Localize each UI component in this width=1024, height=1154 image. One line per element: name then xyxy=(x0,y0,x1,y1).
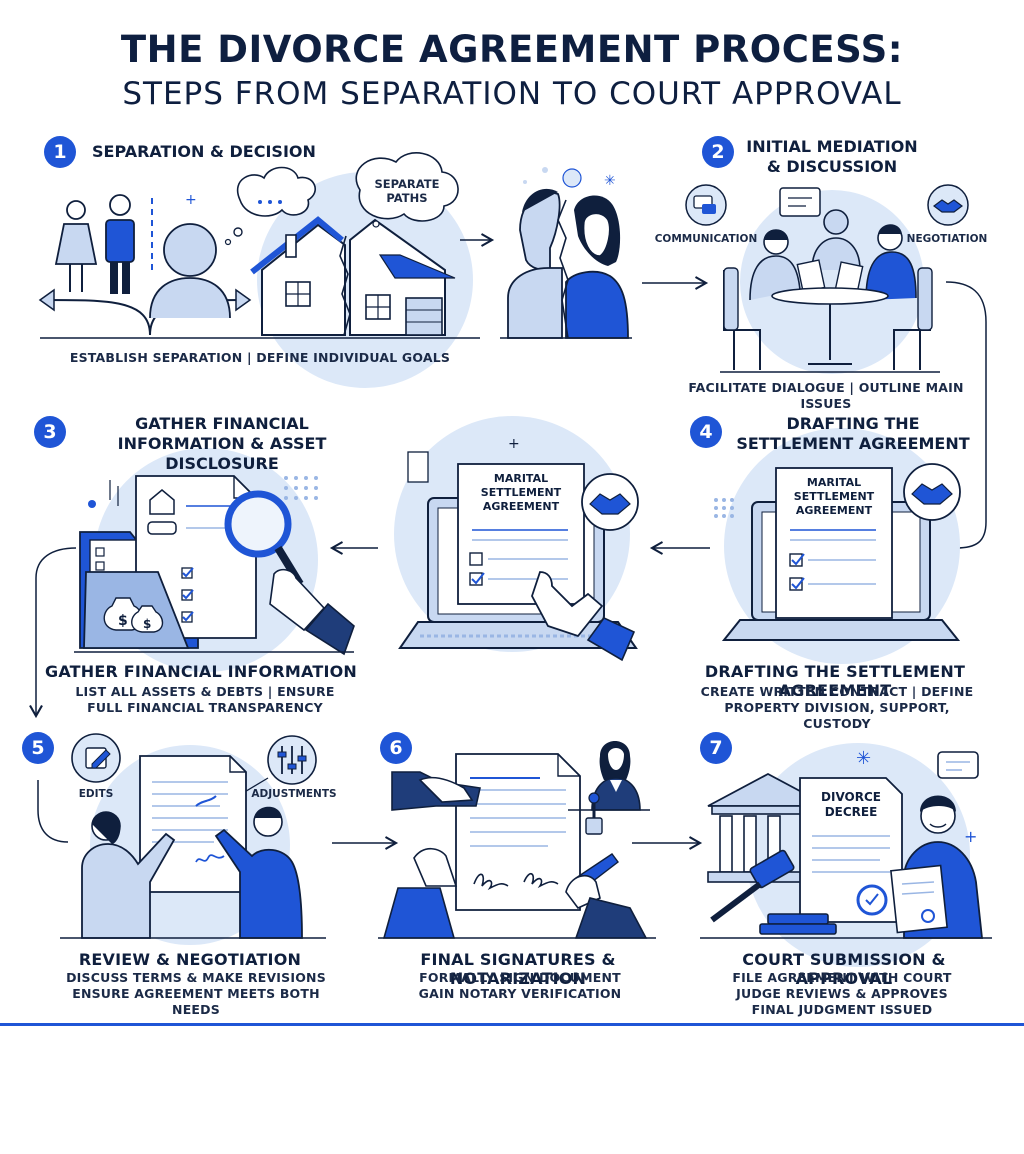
page-title: THE DIVORCE AGREEMENT PROCESS: xyxy=(120,28,904,71)
step6-illustration xyxy=(378,741,656,939)
notary-figure xyxy=(568,741,650,835)
decree-title: DIVORCE DECREE xyxy=(821,790,881,819)
negotiation-label: NEGOTIATION xyxy=(906,233,988,245)
thinking-woman xyxy=(149,223,231,319)
gavel-icon xyxy=(710,849,837,935)
step-4-title: DRAFTING THE SETTLEMENT AGREEMENT xyxy=(736,414,970,453)
step-3-badge: 3 xyxy=(34,416,66,448)
separate-paths-label: SEPARATE PATHS xyxy=(374,177,440,205)
step3-illustration: $ $ xyxy=(74,448,355,672)
bottom-divider xyxy=(0,1023,1024,1026)
step-6-caption: FORMALLY SIGN DOCUMENT GAIN NOTARY VERIF… xyxy=(418,970,622,1001)
step-5-badge: 5 xyxy=(22,732,54,764)
mid-document-title: MARITAL SETTLEMENT AGREEMENT xyxy=(480,472,562,513)
step4-illustration xyxy=(714,428,961,664)
connector-2-4 xyxy=(945,281,987,549)
svg-text:✳: ✳ xyxy=(604,173,616,189)
svg-text:$: $ xyxy=(143,617,151,631)
split-arrow-left xyxy=(44,299,151,336)
agreement-document xyxy=(775,467,893,619)
svg-text:✳: ✳ xyxy=(856,748,871,769)
step-2-caption: FACILITATE DIALOGUE | OUTLINE MAIN ISSUE… xyxy=(688,380,964,411)
step-2-title: INITIAL MEDIATION & DISCUSSION xyxy=(746,137,918,176)
svg-text:+: + xyxy=(508,436,520,452)
mid-laptop-illustration: + xyxy=(394,416,639,662)
step-3-caption: LIST ALL ASSETS & DEBTS | ENSURE FULL FI… xyxy=(75,684,335,715)
step-4-caption-title: DRAFTING THE SETTLEMENT AGREEMENT xyxy=(704,662,966,700)
step-7-caption-title: COURT SUBMISSION & APPROVAL xyxy=(742,950,946,988)
step-2-badge: 2 xyxy=(702,136,734,168)
step7-illustration: ✳ + xyxy=(700,743,992,967)
svg-text:+: + xyxy=(185,192,197,208)
happy-man-figure xyxy=(890,795,984,939)
pointing-hand xyxy=(531,571,604,638)
calculator-icon xyxy=(407,451,429,483)
step-4-caption: CREATE WRITTEN CONTRACT | DEFINE PROPERT… xyxy=(700,684,974,731)
page-subtitle: STEPS FROM SEPARATION TO COURT APPROVAL xyxy=(122,76,902,112)
edits-label: EDITS xyxy=(78,788,114,800)
step-1-caption: ESTABLISH SEPARATION | DEFINE INDIVIDUAL… xyxy=(69,350,451,365)
step-7-badge: 7 xyxy=(700,732,732,764)
step-6-badge: 6 xyxy=(380,732,412,764)
woman-figure xyxy=(54,200,98,292)
notary-stamp-icon xyxy=(585,817,603,835)
step-7-caption: FILE AGREEMENT WITH COURT JUDGE REVIEWS … xyxy=(732,970,952,1017)
step-3-caption-title: GATHER FINANCIAL INFORMATION xyxy=(44,662,357,681)
speech-bubble xyxy=(779,187,821,217)
speech-bubble-7 xyxy=(937,751,979,779)
connector-3-5 xyxy=(29,547,77,719)
step-5-caption: DISCUSS TERMS & MAKE REVISIONS ENSURE AG… xyxy=(66,970,326,1017)
step-6-caption-title: FINAL SIGNATURES & NOTARIZATION xyxy=(420,950,616,988)
thought-bubble xyxy=(236,166,316,217)
adjustments-label: ADJUSTMENTS xyxy=(251,788,337,800)
step-4-badge: 4 xyxy=(690,416,722,448)
communication-label: COMMUNICATION xyxy=(654,233,758,245)
document-title-4: MARITAL SETTLEMENT AGREEMENT xyxy=(793,476,875,517)
step-3-title: GATHER FINANCIAL INFORMATION & ASSET DIS… xyxy=(117,414,327,473)
svg-text:$: $ xyxy=(118,613,128,629)
man-figure xyxy=(105,194,135,294)
house-icon xyxy=(149,489,175,515)
step-1-title: SEPARATION & DECISION xyxy=(92,142,316,161)
split-house-icon xyxy=(250,216,456,336)
step2-illustration xyxy=(685,184,969,374)
separate-paths-bubble xyxy=(355,152,459,222)
step-5-caption-title: REVIEW & NEGOTIATION xyxy=(78,950,302,969)
car-icon xyxy=(147,521,177,535)
split-couple-illustration xyxy=(500,167,632,339)
magnifier-icon xyxy=(224,490,292,558)
step-1-badge: 1 xyxy=(44,136,76,168)
svg-text:+: + xyxy=(964,827,977,846)
step5-illustration xyxy=(37,733,326,945)
step1-illustration: ✳ + xyxy=(38,152,632,388)
